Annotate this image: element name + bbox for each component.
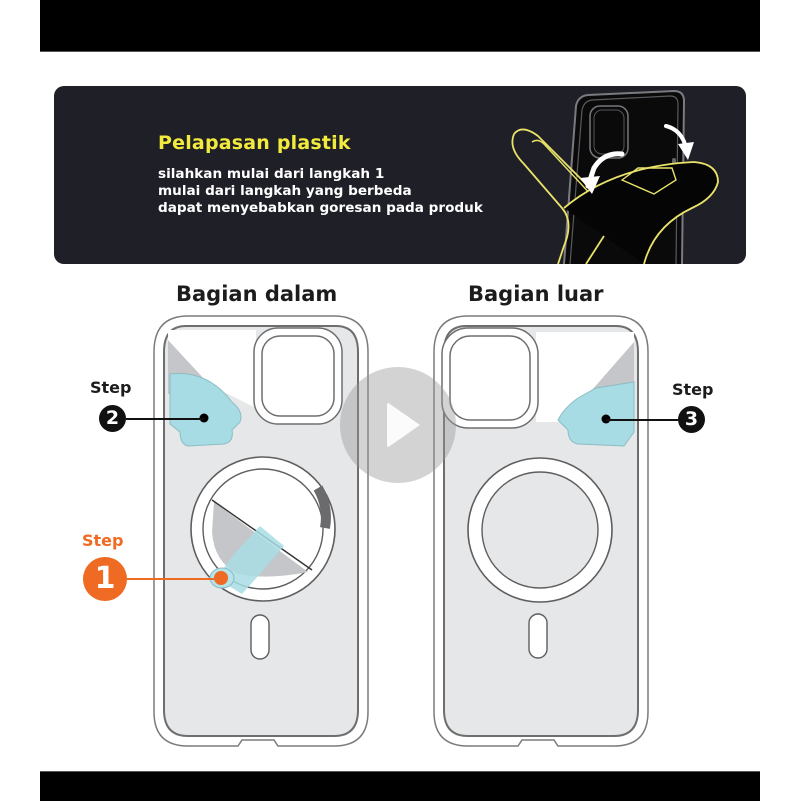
case-inside-illustration [153,315,369,747]
step-3-label: Step [672,380,714,399]
step-1-leader-line [127,578,221,580]
inside-section-title: Bagian dalam [176,282,338,306]
peeling-film-illustration [511,89,719,264]
play-icon [387,402,420,448]
banner-line: silahkan mulai dari langkah 1 [158,166,385,182]
top-letterbox-bar [40,0,760,52]
step-2-leader-line [126,418,204,420]
banner-line: dapat menyebabkan goresan pada produk [158,200,483,216]
banner-title: Pelapasan plastik [158,132,351,154]
video-play-button[interactable] [340,367,456,483]
case-outside-illustration [433,315,649,747]
banner-line: mulai dari langkah yang berbeda [158,183,412,199]
outside-section-title: Bagian luar [468,282,604,306]
step-3-leader-line [606,419,678,421]
step-3-badge: 3 [678,406,705,433]
step-2-badge: 2 [99,405,126,432]
step-1-badge: 1 [83,557,127,601]
instruction-banner: Pelapasan plastik silahkan mulai dari la… [54,86,746,264]
banner-instructions: silahkan mulai dari langkah 1 mulai dari… [158,166,483,217]
step-1-label: Step [82,531,124,550]
step-2-label: Step [90,378,132,397]
bottom-letterbox-bar [40,771,760,801]
